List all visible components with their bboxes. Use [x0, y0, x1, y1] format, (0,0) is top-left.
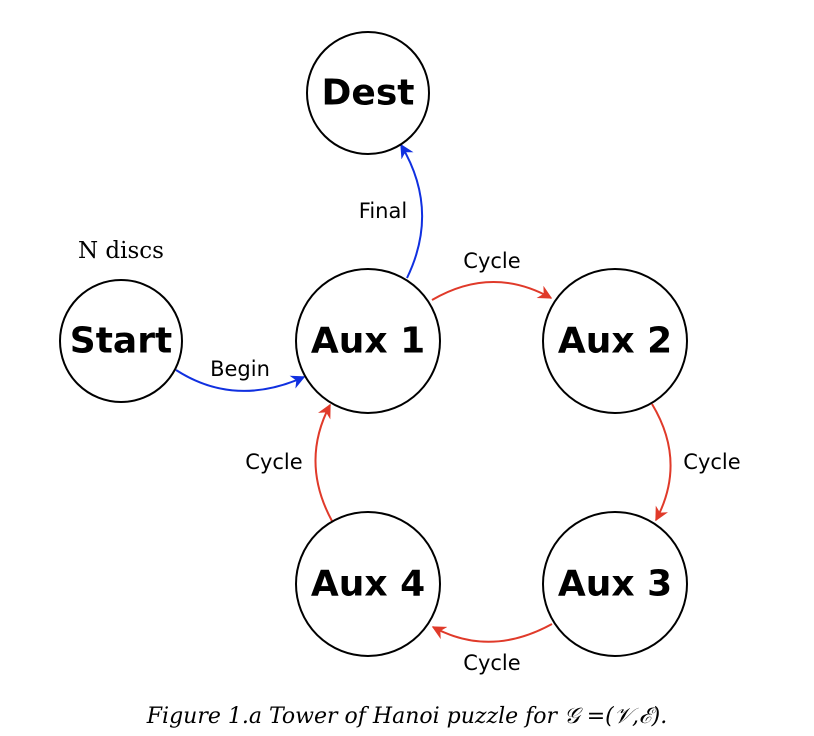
- node-aux4: Aux 4: [295, 511, 441, 657]
- edge-label-cycle-aux2-aux3: Cycle: [683, 450, 740, 474]
- edge-label-cycle-aux1-aux2: Cycle: [463, 249, 520, 273]
- node-aux1: Aux 1: [295, 268, 441, 414]
- node-dest: Dest: [306, 31, 430, 155]
- edge-cycle-aux2-aux3: [651, 403, 672, 522]
- edge-final: [400, 143, 424, 279]
- figure-caption: Figure 1.a Tower of Hanoi puzzle for 𝒢 =…: [146, 704, 667, 729]
- edge-label-final: Final: [359, 199, 407, 223]
- n-discs-annotation: N discs: [78, 238, 164, 264]
- node-start: Start: [59, 279, 183, 403]
- node-start-label: Start: [70, 321, 172, 362]
- edge-label-begin: Begin: [210, 357, 270, 381]
- node-aux4-label: Aux 4: [311, 564, 425, 605]
- node-aux3-label: Aux 3: [558, 564, 672, 605]
- edge-label-cycle-aux3-aux4: Cycle: [463, 651, 520, 675]
- node-aux3: Aux 3: [542, 511, 688, 657]
- node-aux2: Aux 2: [542, 268, 688, 414]
- edge-cycle-aux3-aux4: [431, 623, 553, 643]
- node-aux2-label: Aux 2: [558, 321, 672, 362]
- node-aux1-label: Aux 1: [311, 321, 425, 362]
- edge-label-cycle-aux4-aux1: Cycle: [245, 450, 302, 474]
- edge-cycle-aux1-aux2: [431, 281, 553, 301]
- edge-begin: [175, 369, 306, 392]
- edge-cycle-aux4-aux1: [314, 403, 333, 522]
- node-dest-label: Dest: [322, 73, 415, 114]
